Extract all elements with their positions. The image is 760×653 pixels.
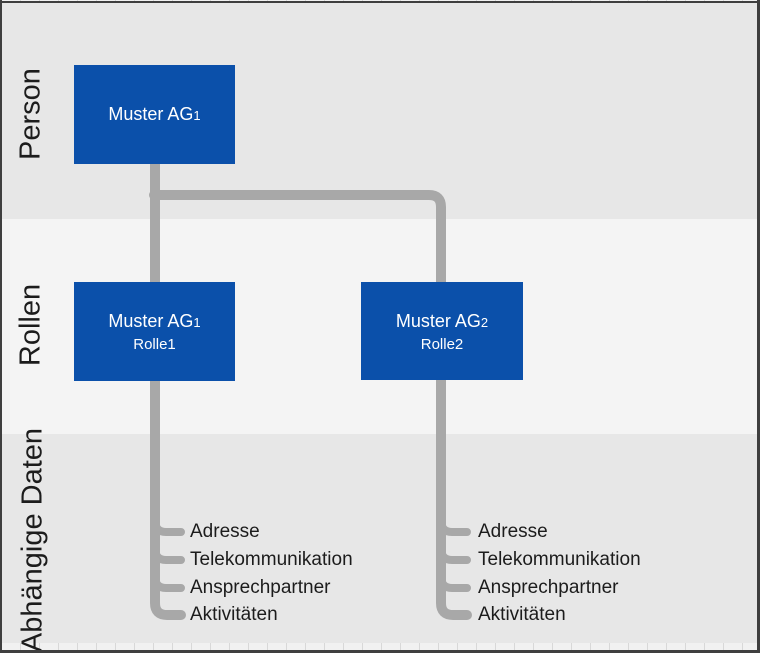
band-abhaengige-daten (2, 434, 757, 643)
node-role-label: Rolle2 (420, 335, 464, 353)
node-title-subscript: 1 (193, 315, 201, 330)
dependent-item-right-adresse: Adresse (478, 521, 548, 542)
dependent-item-left-adresse: Adresse (190, 521, 260, 542)
band-label-person: Person (14, 68, 47, 160)
node-title-subscript: 2 (480, 314, 489, 330)
band-label-rollen: Rollen (14, 283, 47, 367)
dependent-item-left-telekommunikation: Telekommunikation (190, 549, 353, 570)
frame-border-top (0, 1, 760, 3)
connector-branch-left-ansprechpartner (151, 572, 185, 592)
node-title-subscript: 1 (193, 107, 201, 123)
gridline-strip-bottom (2, 643, 757, 650)
connector-branch-right-telekommunikation (437, 544, 471, 564)
node-title: Muster AG1 (108, 311, 201, 331)
dependent-item-right-ansprechpartner: Ansprechpartner (478, 577, 619, 598)
connector-branch-right-adresse (437, 516, 471, 536)
connector-branch-left-adresse (151, 516, 185, 536)
node-title: Muster AG2 (395, 310, 489, 331)
node-muster-ag1-rolle1: Muster AG1 Rolle1 (74, 282, 235, 381)
frame-border-bottom (0, 650, 760, 653)
node-role-label: Rolle1 (133, 336, 176, 353)
connector-trunk-left (150, 159, 186, 620)
frame-border-left (0, 0, 2, 653)
node-muster-ag1-person: Muster AG1 (74, 65, 235, 164)
frame-border-right (757, 0, 760, 653)
node-title: Muster AG1 (108, 103, 201, 124)
connector-branch-left-telekommunikation (151, 544, 185, 564)
gridline-strip-top (2, 0, 757, 1)
dependent-item-left-ansprechpartner: Ansprechpartner (190, 577, 331, 598)
node-muster-ag2-rolle2: Muster AG2 Rolle2 (361, 282, 523, 380)
band-label-abhaengige-daten: Abhängige Daten (16, 427, 49, 653)
dependent-item-right-telekommunikation: Telekommunikation (478, 549, 641, 570)
connector-trunk-right (149, 190, 472, 620)
dependent-item-left-aktivitaeten: Aktivitäten (190, 604, 278, 625)
dependent-item-right-aktivitaeten: Aktivitäten (478, 604, 566, 625)
connector-branch-right-ansprechpartner (437, 572, 471, 592)
